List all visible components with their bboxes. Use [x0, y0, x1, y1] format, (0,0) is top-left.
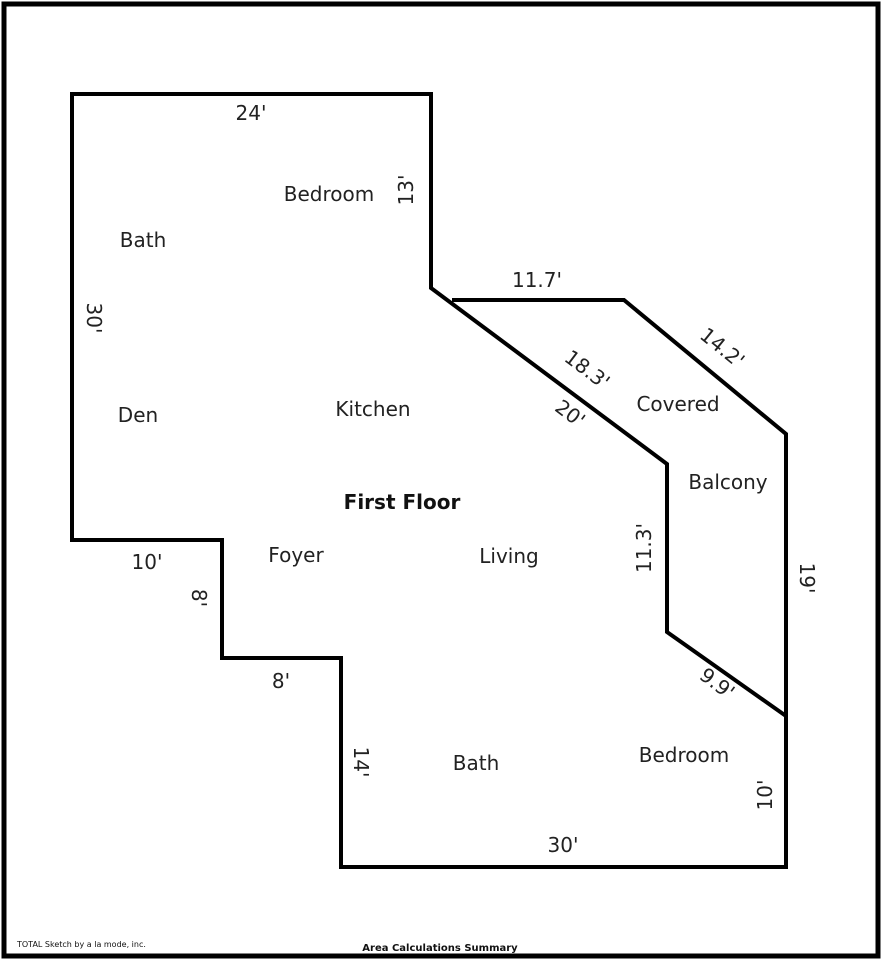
- room-balcony: Balcony: [688, 470, 767, 494]
- dim-step-vertical: 8': [187, 589, 211, 607]
- dim-right: 19': [795, 563, 819, 594]
- dim-top-right: 13': [394, 175, 418, 206]
- dim-lower-diag: 9.9': [695, 663, 739, 705]
- dim-inner-diag: 18.3': [560, 345, 614, 394]
- dim-bottom: 30': [548, 833, 579, 857]
- room-bedroom-bottom: Bedroom: [639, 743, 729, 767]
- room-kitchen: Kitchen: [335, 397, 410, 421]
- room-living: Living: [479, 544, 538, 568]
- dim-top: 24': [236, 101, 267, 125]
- dim-inner-vertical: 11.3': [632, 523, 656, 573]
- floor-title: First Floor: [344, 490, 461, 514]
- room-den: Den: [118, 403, 158, 427]
- dim-step2-vertical: 14': [349, 747, 373, 778]
- room-covered: Covered: [636, 392, 719, 416]
- balcony-outline: [452, 298, 788, 716]
- room-foyer: Foyer: [268, 543, 324, 567]
- dim-balcony-top: 11.7': [512, 268, 562, 292]
- room-bedroom-top: Bedroom: [284, 182, 374, 206]
- dim-bottom-right: 10': [753, 780, 777, 811]
- room-bath-bottom: Bath: [453, 751, 500, 775]
- footer-summary: Area Calculations Summary: [362, 943, 518, 954]
- dim-step2-horizontal: 8': [272, 669, 290, 693]
- main-floor-outline: [70, 92, 788, 869]
- dim-left: 30': [82, 303, 106, 334]
- room-bath-top: Bath: [120, 228, 167, 252]
- dim-step-horizontal: 10': [132, 550, 163, 574]
- footer-credit: TOTAL Sketch by a la mode, inc.: [16, 940, 146, 949]
